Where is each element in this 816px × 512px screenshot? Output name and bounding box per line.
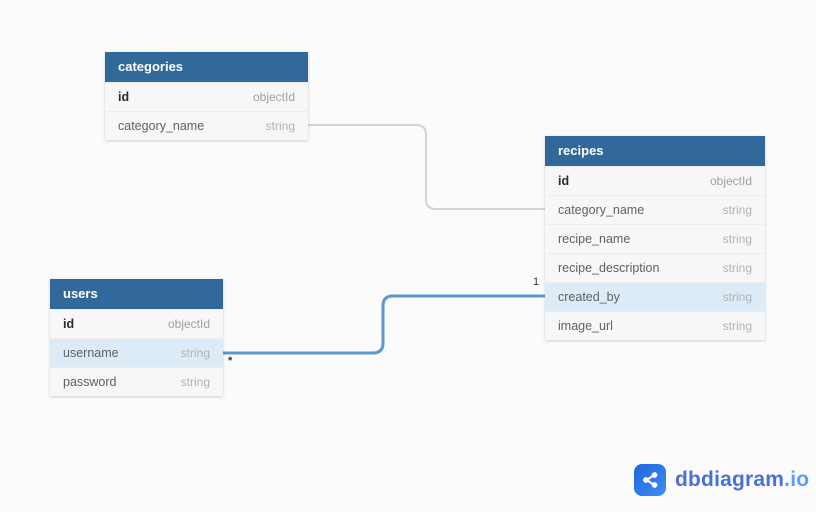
cardinality-label-many: * bbox=[228, 355, 233, 367]
field-type: string bbox=[722, 290, 752, 304]
field-name: id bbox=[118, 90, 130, 104]
field-type: string bbox=[265, 119, 295, 133]
field-name: password bbox=[63, 375, 117, 389]
relationship-line-users-recipes[interactable] bbox=[223, 294, 545, 355]
field-row-recipes-recipe-name[interactable]: recipe_name string bbox=[545, 224, 765, 253]
table-users[interactable]: users id objectId username string passwo… bbox=[50, 279, 223, 396]
field-row-users-username[interactable]: username string bbox=[50, 338, 223, 367]
share-icon bbox=[634, 464, 666, 496]
field-type: string bbox=[722, 319, 752, 333]
field-row-recipes-image-url[interactable]: image_url string bbox=[545, 311, 765, 340]
field-row-recipes-recipe-description[interactable]: recipe_description string bbox=[545, 253, 765, 282]
field-type: objectId bbox=[252, 90, 295, 104]
field-row-users-id[interactable]: id objectId bbox=[50, 309, 223, 338]
field-row-categories-category-name[interactable]: category_name string bbox=[105, 111, 308, 140]
field-name: id bbox=[63, 317, 75, 331]
logo-text-main: dbdiagram bbox=[675, 468, 785, 491]
field-name: recipe_name bbox=[558, 232, 631, 246]
relationship-line-categories-recipes[interactable] bbox=[308, 124, 545, 210]
field-row-users-password[interactable]: password string bbox=[50, 367, 223, 396]
field-type: objectId bbox=[709, 174, 752, 188]
dbdiagram-logo[interactable]: dbdiagram.io bbox=[634, 464, 809, 496]
field-row-categories-id[interactable]: id objectId bbox=[105, 82, 308, 111]
field-name: category_name bbox=[118, 119, 205, 133]
field-name: image_url bbox=[558, 319, 613, 333]
field-row-recipes-created-by[interactable]: created_by string bbox=[545, 282, 765, 311]
field-name: created_by bbox=[558, 290, 620, 304]
table-categories[interactable]: categories id objectId category_name str… bbox=[105, 52, 308, 140]
table-users-header[interactable]: users bbox=[50, 279, 223, 309]
logo-text-suffix: .io bbox=[784, 468, 810, 491]
field-name: category_name bbox=[558, 203, 645, 217]
cardinality-label-one: 1 bbox=[533, 276, 540, 288]
table-categories-header[interactable]: categories bbox=[105, 52, 308, 82]
field-name: recipe_description bbox=[558, 261, 660, 275]
field-type: string bbox=[180, 346, 210, 360]
field-type: string bbox=[722, 232, 752, 246]
field-type: string bbox=[722, 261, 752, 275]
field-name: id bbox=[558, 174, 570, 188]
table-recipes[interactable]: recipes id objectId category_name string… bbox=[545, 136, 765, 340]
field-row-recipes-id[interactable]: id objectId bbox=[545, 166, 765, 195]
logo-text: dbdiagram.io bbox=[675, 468, 809, 492]
field-type: string bbox=[722, 203, 752, 217]
field-name: username bbox=[63, 346, 119, 360]
field-type: string bbox=[180, 375, 210, 389]
table-recipes-header[interactable]: recipes bbox=[545, 136, 765, 166]
field-row-recipes-category-name[interactable]: category_name string bbox=[545, 195, 765, 224]
field-type: objectId bbox=[167, 317, 210, 331]
